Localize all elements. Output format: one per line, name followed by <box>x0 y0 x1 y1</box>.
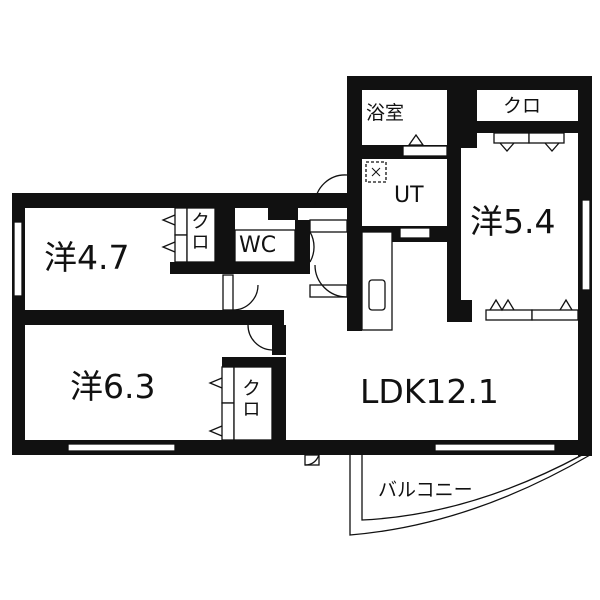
utility-door <box>399 227 431 239</box>
room-label-utility: UT <box>394 183 424 208</box>
room-label-closet-4-7: クロ <box>188 211 210 253</box>
closet-6-3 <box>233 366 273 441</box>
closet-door <box>174 234 188 263</box>
balcony-outline <box>349 454 591 536</box>
door-swings <box>161 133 573 466</box>
room-label-western-4-7: 洋4.7 <box>44 238 130 277</box>
room-label-western-5-4: 洋5.4 <box>470 202 556 241</box>
closet-door <box>174 207 188 236</box>
toilet-room <box>234 229 296 263</box>
closet-door <box>221 402 235 441</box>
room-label-closet-6-3: クロ <box>239 378 261 420</box>
window-left <box>13 221 23 297</box>
window-bottom-left <box>67 443 176 452</box>
balcony-door <box>304 454 320 466</box>
windows-and-fixtures <box>13 132 591 466</box>
door-frame <box>309 219 348 233</box>
sink <box>368 279 386 311</box>
room-label-bath: 浴室 <box>366 102 405 124</box>
sliding-door <box>485 309 533 321</box>
sliding-door <box>493 132 530 144</box>
washer-space-icon <box>365 161 387 183</box>
room-label-balcony: バルコニー <box>378 479 473 501</box>
room-label-toilet: WC <box>239 233 277 258</box>
door-frame <box>222 274 234 311</box>
window-right <box>581 199 591 291</box>
room-label-ldk: LDK12.1 <box>360 372 499 411</box>
bath-door <box>402 145 448 157</box>
window-bottom-right <box>434 443 556 452</box>
room-label-western-6-3: 洋6.3 <box>70 367 156 406</box>
sliding-door <box>531 309 579 321</box>
sliding-door <box>528 132 565 144</box>
room-label-closet-top-right: クロ <box>503 95 542 117</box>
closet-4-7 <box>186 207 216 263</box>
closet-door <box>221 366 235 404</box>
